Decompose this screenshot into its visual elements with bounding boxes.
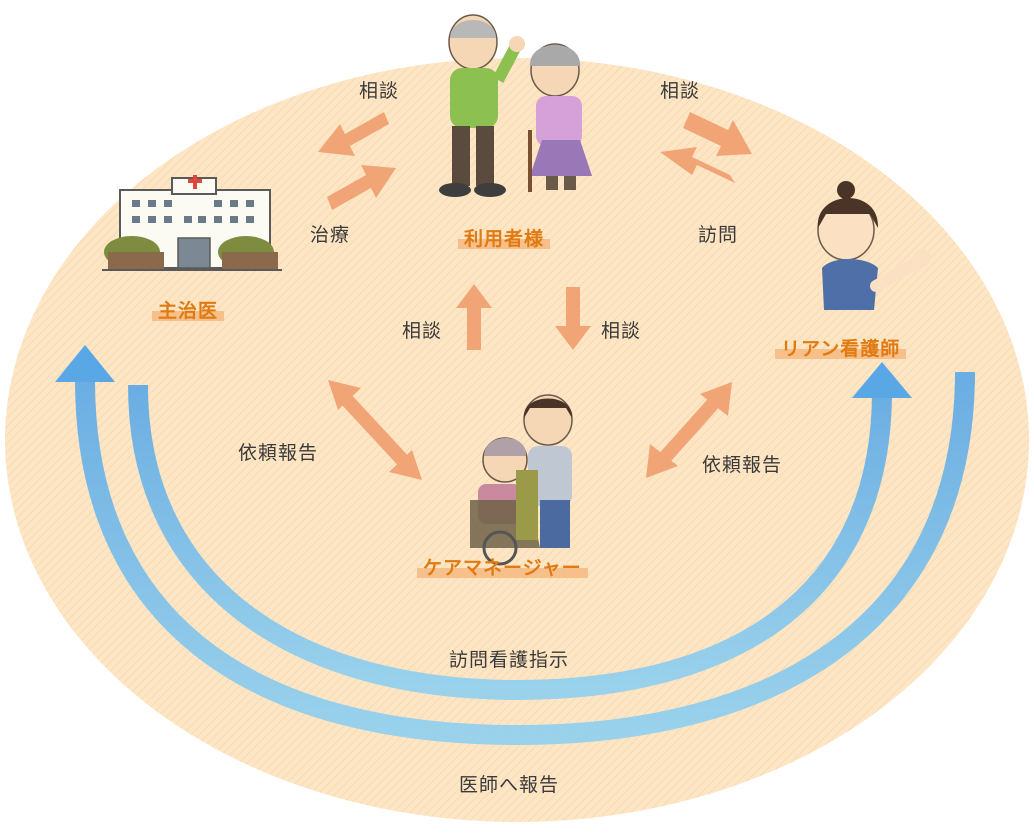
node-doctor: 主治医: [152, 296, 224, 323]
node-nurse: リアン看護師: [775, 334, 906, 361]
label-report-to-doctor: 医師へ報告: [459, 770, 559, 797]
label-instruction: 訪問看護指示: [449, 645, 569, 672]
label-doctor-to-user: 治療: [310, 220, 350, 247]
node-care-manager: ケアマネージャー: [417, 553, 588, 580]
label-user-to-care: 相談: [601, 316, 641, 343]
label-user-to-doctor: 相談: [359, 76, 399, 103]
hospital-illustration: [102, 175, 282, 270]
label-user-to-nurse: 相談: [660, 76, 700, 103]
label-nurse-care: 依頼報告: [702, 450, 782, 477]
label-nurse-to-user: 訪問: [698, 220, 738, 247]
node-user: 利用者様: [458, 224, 550, 251]
label-doctor-care: 依頼報告: [238, 438, 318, 465]
label-care-to-user: 相談: [402, 316, 442, 343]
